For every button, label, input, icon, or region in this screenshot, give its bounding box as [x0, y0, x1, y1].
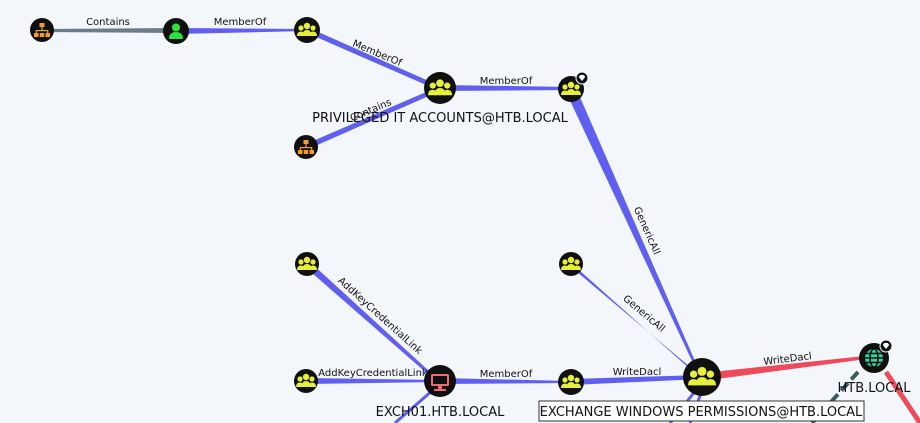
edge-genericall-mid2[interactable]: [569, 261, 702, 378]
node-group-mid3[interactable]: [558, 369, 584, 395]
edge-memberof-group-priv[interactable]: [307, 27, 440, 91]
node-exchange-windows-permissions[interactable]: [683, 358, 721, 396]
node-user-top[interactable]: [163, 18, 189, 44]
node-label-exchange-windows-permissions: EXCHANGE WINDOWS PERMISSIONS@HTB.LOCAL: [540, 405, 863, 420]
edge-addkey-left1[interactable]: [304, 262, 440, 383]
nodes: [30, 17, 893, 397]
edge-label-memberof-exch-mid3: MemberOf: [480, 369, 533, 380]
node-exch01[interactable]: [424, 365, 456, 397]
node-group-high-value[interactable]: [558, 71, 589, 102]
node-group-mid2[interactable]: [559, 252, 583, 276]
edge-label-addkey-left2: AddKeyCredentialLink: [318, 368, 428, 379]
node-label-privileged-it: PRIVILEGED IT ACCOUNTS@HTB.LOCAL: [312, 111, 568, 126]
edge-writedacl-domain[interactable]: [702, 355, 874, 381]
edge-label-memberof-top: MemberOf: [214, 17, 267, 28]
node-group-left1[interactable]: [295, 252, 319, 276]
node-label-exch01: EXCH01.HTB.LOCAL: [376, 405, 505, 420]
node-label-box-exchange: [538, 400, 865, 422]
edge-contains-top[interactable]: [42, 28, 176, 33]
edge-label-contains-top: Contains: [86, 17, 130, 28]
edge-label-writedacl-mid3: WriteDacl: [613, 367, 662, 378]
node-ou-top[interactable]: [30, 18, 54, 42]
edge-addkey-left2[interactable]: [306, 378, 440, 384]
node-ou-mid[interactable]: [294, 135, 318, 159]
user-icon: [169, 23, 183, 39]
edge-memberof-priv-hv[interactable]: [440, 85, 571, 91]
edge-writedacl-mid3[interactable]: [571, 375, 702, 385]
edge-partial-dashed[interactable]: [810, 370, 860, 423]
edge-label-memberof-priv-hv: MemberOf: [480, 76, 533, 87]
node-label-htb-local: HTB.LOCAL: [838, 381, 912, 396]
edge-memberof-exch-mid3[interactable]: [440, 378, 571, 384]
edge-memberof-user-group[interactable]: [176, 28, 308, 34]
diamond-badge-icon: [575, 71, 589, 85]
globe-icon: [865, 348, 883, 368]
edge-genericall-hv[interactable]: [566, 88, 702, 378]
edges: [42, 27, 920, 423]
node-group-top[interactable]: [294, 17, 320, 43]
edge-labels: Contains MemberOf MemberOf Contains Memb…: [86, 17, 812, 380]
node-group-left2[interactable]: [294, 369, 318, 393]
node-labels: PRIVILEGED IT ACCOUNTS@HTB.LOCAL EXCH01.…: [312, 111, 912, 422]
computer-icon: [431, 374, 449, 391]
edge-contains-ou-priv[interactable]: [306, 86, 440, 150]
node-privileged-it[interactable]: [424, 72, 456, 104]
edge-label-addkey-left1: AddKeyCredentialLink: [335, 275, 424, 357]
node-htb-local[interactable]: [859, 339, 893, 373]
edge-partial-red[interactable]: [883, 370, 920, 423]
diamond-badge-icon: [879, 339, 893, 353]
